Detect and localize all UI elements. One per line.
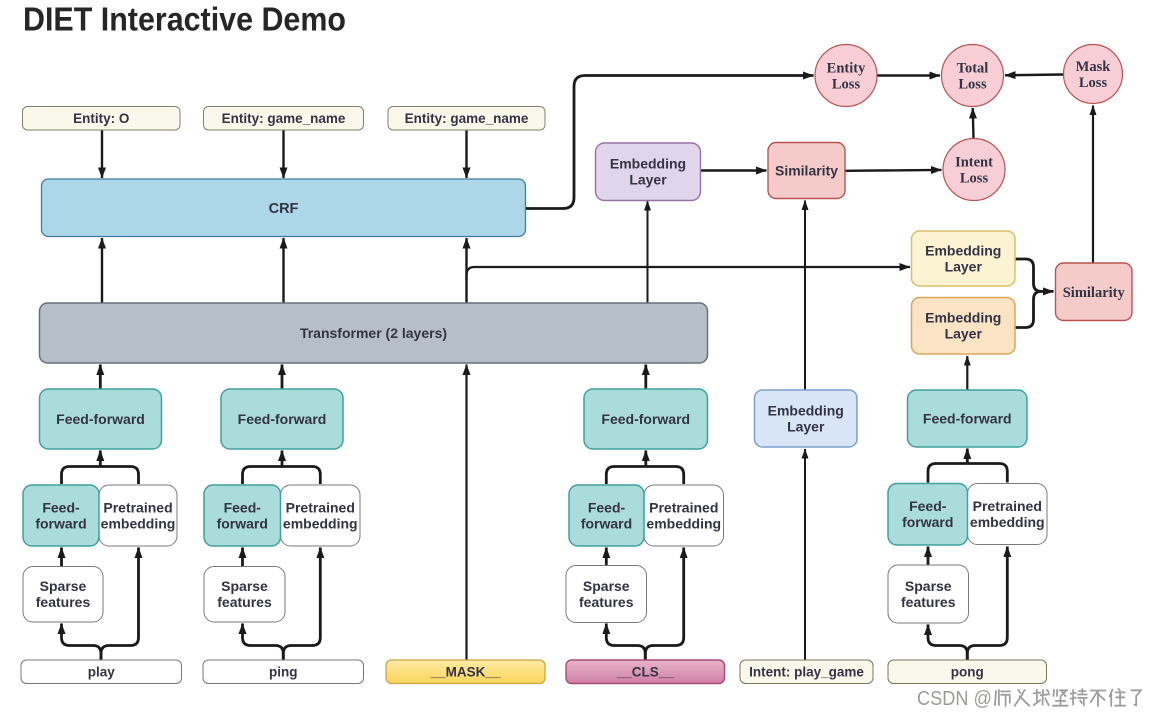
svg-text:embedding: embedding [101, 515, 176, 531]
svg-text:CRF: CRF [269, 201, 299, 217]
svg-text:Mask: Mask [1076, 59, 1112, 75]
svg-text:forward: forward [581, 515, 632, 531]
svg-text:Pretrained: Pretrained [649, 499, 718, 515]
svg-text:embedding: embedding [646, 515, 721, 531]
svg-text:__CLS__: __CLS__ [616, 665, 675, 680]
svg-text:Feed-: Feed- [909, 498, 947, 514]
svg-text:Intent: play_game: Intent: play_game [749, 665, 864, 680]
svg-text:Loss: Loss [1079, 75, 1108, 91]
svg-text:Transformer (2 layers): Transformer (2 layers) [300, 325, 447, 341]
svg-text:Feed-: Feed- [224, 499, 262, 515]
svg-text:Entity: Entity [827, 61, 866, 77]
svg-text:Sparse: Sparse [40, 578, 87, 594]
svg-text:play: play [88, 665, 116, 680]
svg-text:features: features [901, 594, 956, 610]
svg-text:features: features [36, 594, 91, 610]
svg-text:Sparse: Sparse [905, 578, 952, 594]
svg-text:Loss: Loss [958, 77, 987, 93]
svg-text:Loss: Loss [832, 77, 861, 93]
svg-text:Loss: Loss [960, 171, 989, 187]
svg-text:Sparse: Sparse [221, 578, 268, 594]
svg-text:Entity: O: Entity: O [73, 111, 129, 126]
svg-text:Similarity: Similarity [1063, 285, 1126, 301]
svg-text:Entity: game_name: Entity: game_name [405, 111, 529, 126]
svg-text:Pretrained: Pretrained [973, 498, 1042, 514]
svg-text:Pretrained: Pretrained [286, 499, 355, 515]
svg-text:Feed-forward: Feed-forward [923, 410, 1012, 426]
svg-text:Embedding: Embedding [768, 402, 844, 418]
svg-text:Feed-forward: Feed-forward [601, 411, 690, 427]
svg-text:Layer: Layer [629, 172, 667, 188]
svg-text:__MASK__: __MASK__ [430, 665, 501, 680]
svg-text:Feed-: Feed- [588, 499, 626, 515]
svg-text:Layer: Layer [945, 326, 983, 342]
svg-text:Intent: Intent [955, 155, 993, 171]
svg-text:Feed-forward: Feed-forward [238, 411, 327, 427]
svg-text:Sparse: Sparse [583, 578, 630, 594]
svg-text:ping: ping [269, 665, 298, 680]
svg-text:forward: forward [902, 514, 953, 530]
svg-text:Feed-: Feed- [42, 499, 80, 515]
svg-text:embedding: embedding [283, 515, 358, 531]
svg-text:embedding: embedding [970, 514, 1045, 530]
svg-text:Embedding: Embedding [925, 310, 1001, 326]
svg-text:Embedding: Embedding [610, 156, 686, 172]
svg-text:Entity: game_name: Entity: game_name [222, 111, 346, 126]
svg-text:Similarity: Similarity [775, 162, 838, 178]
svg-text:DIET Interactive Demo: DIET Interactive Demo [23, 1, 346, 38]
svg-text:features: features [579, 594, 634, 610]
svg-text:Embedding: Embedding [925, 242, 1001, 258]
svg-text:CSDN @: CSDN @ [917, 687, 992, 710]
svg-text:Pretrained: Pretrained [103, 499, 172, 515]
svg-text:pong: pong [951, 665, 984, 680]
svg-text:forward: forward [217, 515, 268, 531]
svg-text:Layer: Layer [945, 258, 983, 274]
svg-text:Feed-forward: Feed-forward [56, 411, 145, 427]
svg-text:Layer: Layer [787, 418, 825, 434]
svg-text:features: features [217, 594, 272, 610]
svg-text:forward: forward [35, 515, 86, 531]
svg-text:Total: Total [957, 61, 989, 77]
